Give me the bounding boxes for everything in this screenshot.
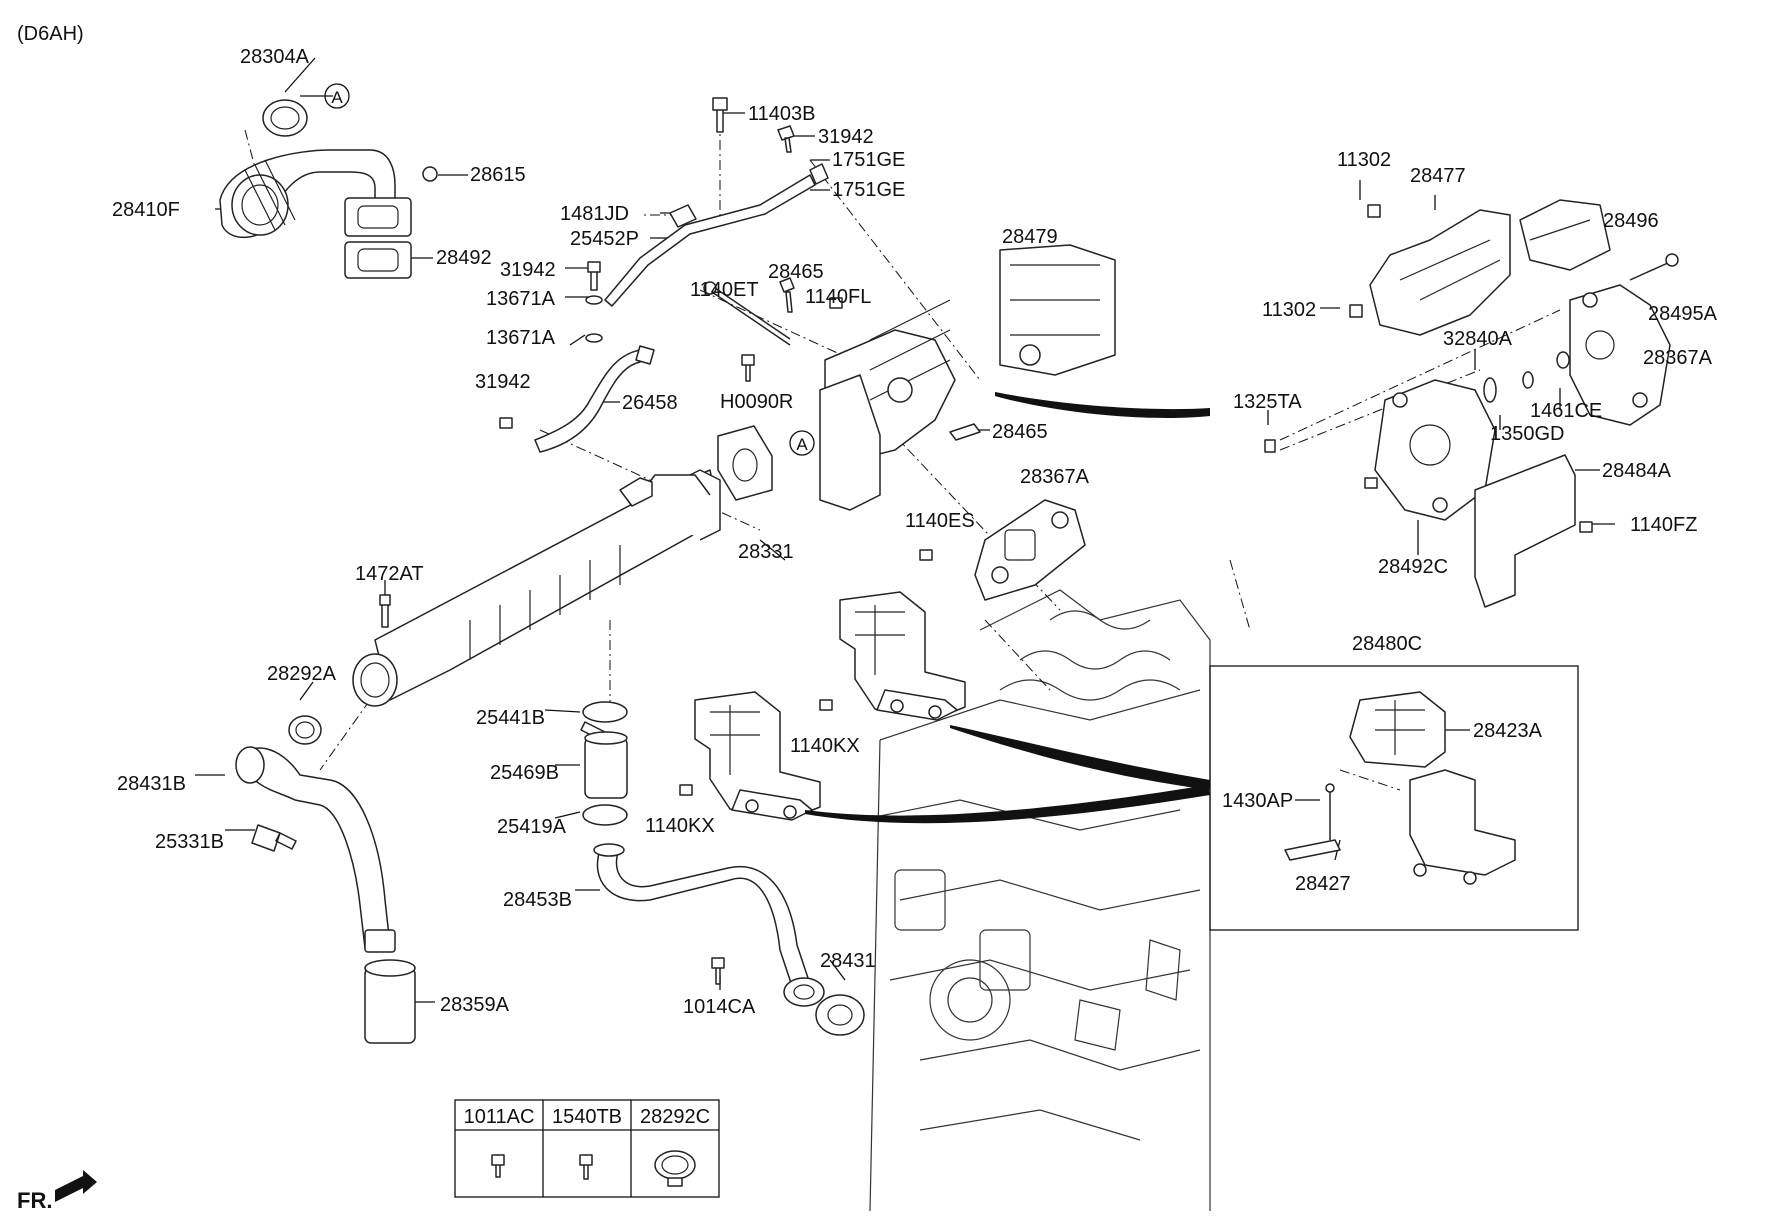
label-1751GE-b: 1751GE (832, 179, 905, 201)
label-25452P: 25452P (570, 228, 639, 250)
label-28331: 28331 (738, 541, 794, 563)
label-28431B: 28431B (117, 773, 186, 795)
label-28359A: 28359A (440, 994, 510, 1016)
part-shapes (55, 83, 1679, 1202)
label-1472AT: 1472AT (355, 563, 424, 585)
label-28367A-right: 28367A (1643, 347, 1713, 369)
label-1140ET: 1140ET (690, 279, 759, 301)
label-31942-top: 31942 (818, 126, 874, 148)
legend-col-28292C: 28292C (640, 1106, 710, 1128)
label-1140ES: 1140ES (905, 510, 975, 532)
label-31942-mid: 31942 (500, 259, 556, 281)
label-11403B: 11403B (748, 103, 815, 125)
legend-col-1540TB: 1540TB (552, 1106, 622, 1128)
callout-a-mid: A (796, 435, 808, 454)
label-28465-top: 28465 (768, 261, 824, 283)
label-13671A-a: 13671A (486, 288, 556, 310)
label-28496: 28496 (1603, 210, 1659, 232)
label-28431: 28431 (820, 950, 876, 972)
label-28304A: 28304A (240, 46, 310, 68)
label-25441B: 25441B (476, 707, 545, 729)
label-26458: 26458 (622, 392, 678, 414)
legend-table: 1011AC 1540TB 28292C (454, 1099, 720, 1198)
label-32840A: 32840A (1443, 328, 1513, 350)
label-28427: 28427 (1295, 873, 1351, 895)
label-28367A-mid: 28367A (1020, 466, 1090, 488)
label-1481JD: 1481JD (560, 203, 629, 225)
label-1140KX-a: 1140KX (790, 735, 860, 757)
label-1140FZ: 1140FZ (1630, 514, 1697, 536)
label-31942-low: 31942 (475, 371, 531, 393)
label-25331B: 25331B (155, 831, 224, 853)
label-28292A: 28292A (267, 663, 337, 685)
legend-col-1011AC: 1011AC (464, 1106, 535, 1128)
label-28477: 28477 (1410, 165, 1466, 187)
label-1350GD: 1350GD (1490, 423, 1565, 445)
label-28410F: 28410F (112, 199, 180, 221)
label-13671A-b: 13671A (486, 327, 556, 349)
label-1461CE: 1461CE (1530, 400, 1602, 422)
label-1140KX-b: 1140KX (645, 815, 715, 837)
bolt-1540TB-icon (579, 1154, 593, 1180)
part-labels: (D6AH) FR. A A 28304A 28410F 28615 28492… (17, 23, 1718, 1213)
label-25469B: 25469B (490, 762, 559, 784)
clamp-28292C-icon (654, 1150, 696, 1187)
label-28479: 28479 (1002, 226, 1058, 248)
label-1014CA: 1014CA (683, 996, 756, 1018)
label-28423A: 28423A (1473, 720, 1543, 742)
label-11302-mid: 11302 (1262, 299, 1316, 321)
label-28615: 28615 (470, 164, 526, 186)
label-28484A: 28484A (1602, 460, 1672, 482)
label-1430AP: 1430AP (1222, 790, 1293, 812)
label-25419A: 25419A (497, 816, 567, 838)
label-28480C: 28480C (1352, 633, 1422, 655)
callout-a-top: A (331, 88, 343, 107)
bolt-1011AC-icon (491, 1154, 505, 1178)
label-28495A: 28495A (1648, 303, 1718, 325)
label-1140FL: 1140FL (805, 286, 871, 308)
front-direction-label: FR. (17, 1188, 52, 1211)
label-28492C: 28492C (1378, 556, 1448, 578)
label-1751GE-a: 1751GE (832, 149, 905, 171)
label-28465-low: 28465 (992, 421, 1048, 443)
assembly-box-28480C (1209, 665, 1579, 931)
label-28492: 28492 (436, 247, 492, 269)
label-11302-top: 11302 (1337, 149, 1391, 171)
label-H0090R: H0090R (720, 391, 793, 413)
variant-label: (D6AH) (17, 23, 84, 45)
label-1325TA: 1325TA (1233, 391, 1302, 413)
label-28453B: 28453B (503, 889, 572, 911)
